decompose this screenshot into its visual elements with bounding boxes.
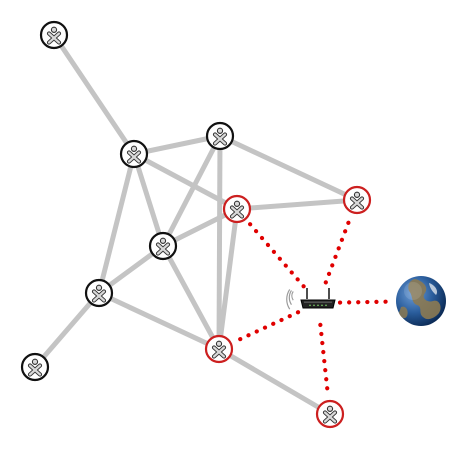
node-ring bbox=[119, 139, 149, 169]
node-ring bbox=[315, 399, 345, 429]
mesh-link bbox=[216, 206, 240, 352]
xo-figure-icon bbox=[322, 405, 338, 424]
gateway-link bbox=[245, 219, 306, 289]
xo-figure-icon bbox=[27, 358, 43, 377]
mesh-link bbox=[217, 133, 360, 203]
gateway-links bbox=[232, 213, 394, 400]
gateway-link bbox=[232, 310, 301, 344]
xo-figure-icon bbox=[211, 340, 227, 359]
mesh-link bbox=[131, 133, 223, 157]
xo-figure-icon bbox=[91, 284, 107, 303]
node-ring bbox=[84, 278, 114, 308]
mesh-link bbox=[216, 133, 223, 352]
laptop-node bbox=[119, 139, 149, 169]
mesh-link bbox=[96, 290, 222, 352]
laptop-node bbox=[148, 231, 178, 261]
node-ring bbox=[342, 185, 372, 215]
mesh-link bbox=[51, 32, 137, 157]
wireless-router-icon bbox=[286, 288, 336, 310]
mesh-link bbox=[32, 290, 102, 370]
xo-figure-icon bbox=[155, 237, 171, 256]
xo-figure-icon bbox=[349, 191, 365, 210]
mesh-link bbox=[234, 197, 360, 212]
xo-figure-icon bbox=[212, 127, 228, 146]
xo-figure-icon bbox=[126, 145, 142, 164]
laptop-node bbox=[84, 278, 114, 308]
mesh-links bbox=[32, 32, 360, 417]
mesh-link bbox=[160, 243, 222, 352]
laptop-node bbox=[205, 121, 235, 151]
node-ring bbox=[148, 231, 178, 261]
globe-icon bbox=[396, 276, 446, 326]
node-ring bbox=[39, 20, 69, 50]
gateway-link bbox=[337, 299, 394, 305]
laptop-node bbox=[20, 352, 50, 382]
mesh-link bbox=[160, 133, 223, 249]
gateway-laptop-node bbox=[204, 334, 234, 364]
nodes bbox=[20, 20, 372, 429]
wifi-waves-icon bbox=[286, 289, 294, 310]
mesh-link bbox=[216, 346, 333, 417]
gateway-laptop-node bbox=[222, 194, 252, 224]
node-ring bbox=[222, 194, 252, 224]
xo-figure-icon bbox=[229, 200, 245, 219]
mesh-link bbox=[96, 151, 137, 296]
node-ring bbox=[205, 121, 235, 151]
laptop-node bbox=[39, 20, 69, 50]
router bbox=[286, 288, 336, 310]
gateway-laptop-node bbox=[315, 399, 345, 429]
gateway-laptop-node bbox=[342, 185, 372, 215]
node-ring bbox=[204, 334, 234, 364]
node-ring bbox=[20, 352, 50, 382]
gateway-link bbox=[318, 322, 331, 400]
internet bbox=[396, 276, 446, 326]
mesh-link bbox=[131, 151, 166, 249]
gateway-link bbox=[323, 213, 354, 285]
xo-figure-icon bbox=[46, 26, 62, 45]
